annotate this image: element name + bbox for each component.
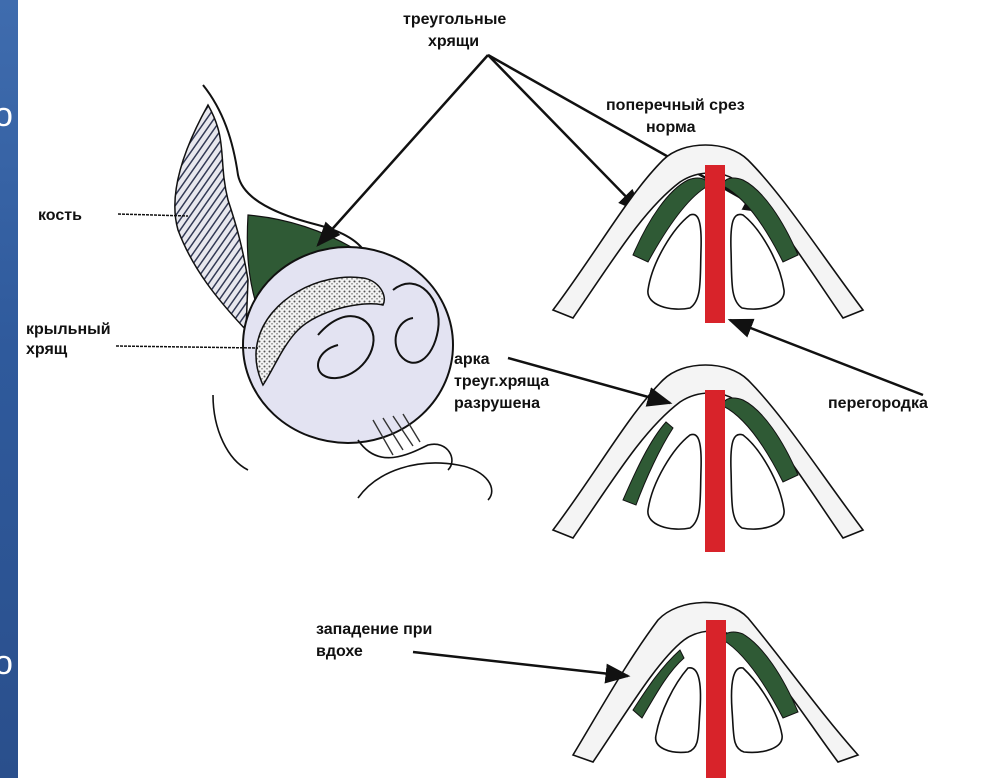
nasal-bone-shape	[175, 105, 248, 330]
label-alar-cartilage-2: хрящ	[26, 341, 68, 358]
cross-section-arch-destroyed	[553, 365, 863, 552]
cross-section-collapse	[573, 602, 858, 778]
septum-collapse	[706, 620, 726, 778]
lateral-nose-view	[175, 85, 492, 500]
arrow-to-left-section-cartilage	[488, 55, 641, 212]
label-cross-section-2: норма	[646, 119, 696, 136]
label-arch-2: треуг.хряща	[454, 373, 549, 390]
arrow-to-septum	[730, 320, 923, 395]
arrow-collapse	[413, 652, 628, 676]
cross-section-norm	[553, 145, 863, 323]
label-collapse-2: вдохе	[316, 643, 363, 660]
label-triangular-cartilages-2: хрящи	[428, 33, 479, 50]
label-arch-1: арка	[454, 351, 490, 368]
label-septum: перегородка	[828, 395, 928, 412]
diagram-panel: кость крыльный хрящ треугольные хрящи по…	[18, 0, 997, 778]
chin-outline	[358, 463, 492, 500]
septum-norm	[705, 165, 725, 323]
label-alar-cartilage-1: крыльный	[26, 321, 111, 338]
nose-cartilage-diagram: кость крыльный хрящ треугольные хрящи по…	[18, 0, 997, 778]
alar-leader-line	[116, 346, 258, 348]
side-text-fragment-top: о	[0, 96, 13, 135]
label-triangular-cartilages-1: треугольные	[403, 11, 506, 28]
label-bone: кость	[38, 207, 82, 224]
arrow-to-lateral-cartilage	[318, 55, 488, 245]
label-arch-3: разрушена	[454, 395, 540, 412]
side-text-fragment-bottom: о	[0, 644, 13, 683]
label-cross-section-1: поперечный срез	[606, 97, 745, 114]
label-collapse-1: западение при	[316, 621, 432, 638]
septum-destroyed	[705, 390, 725, 552]
